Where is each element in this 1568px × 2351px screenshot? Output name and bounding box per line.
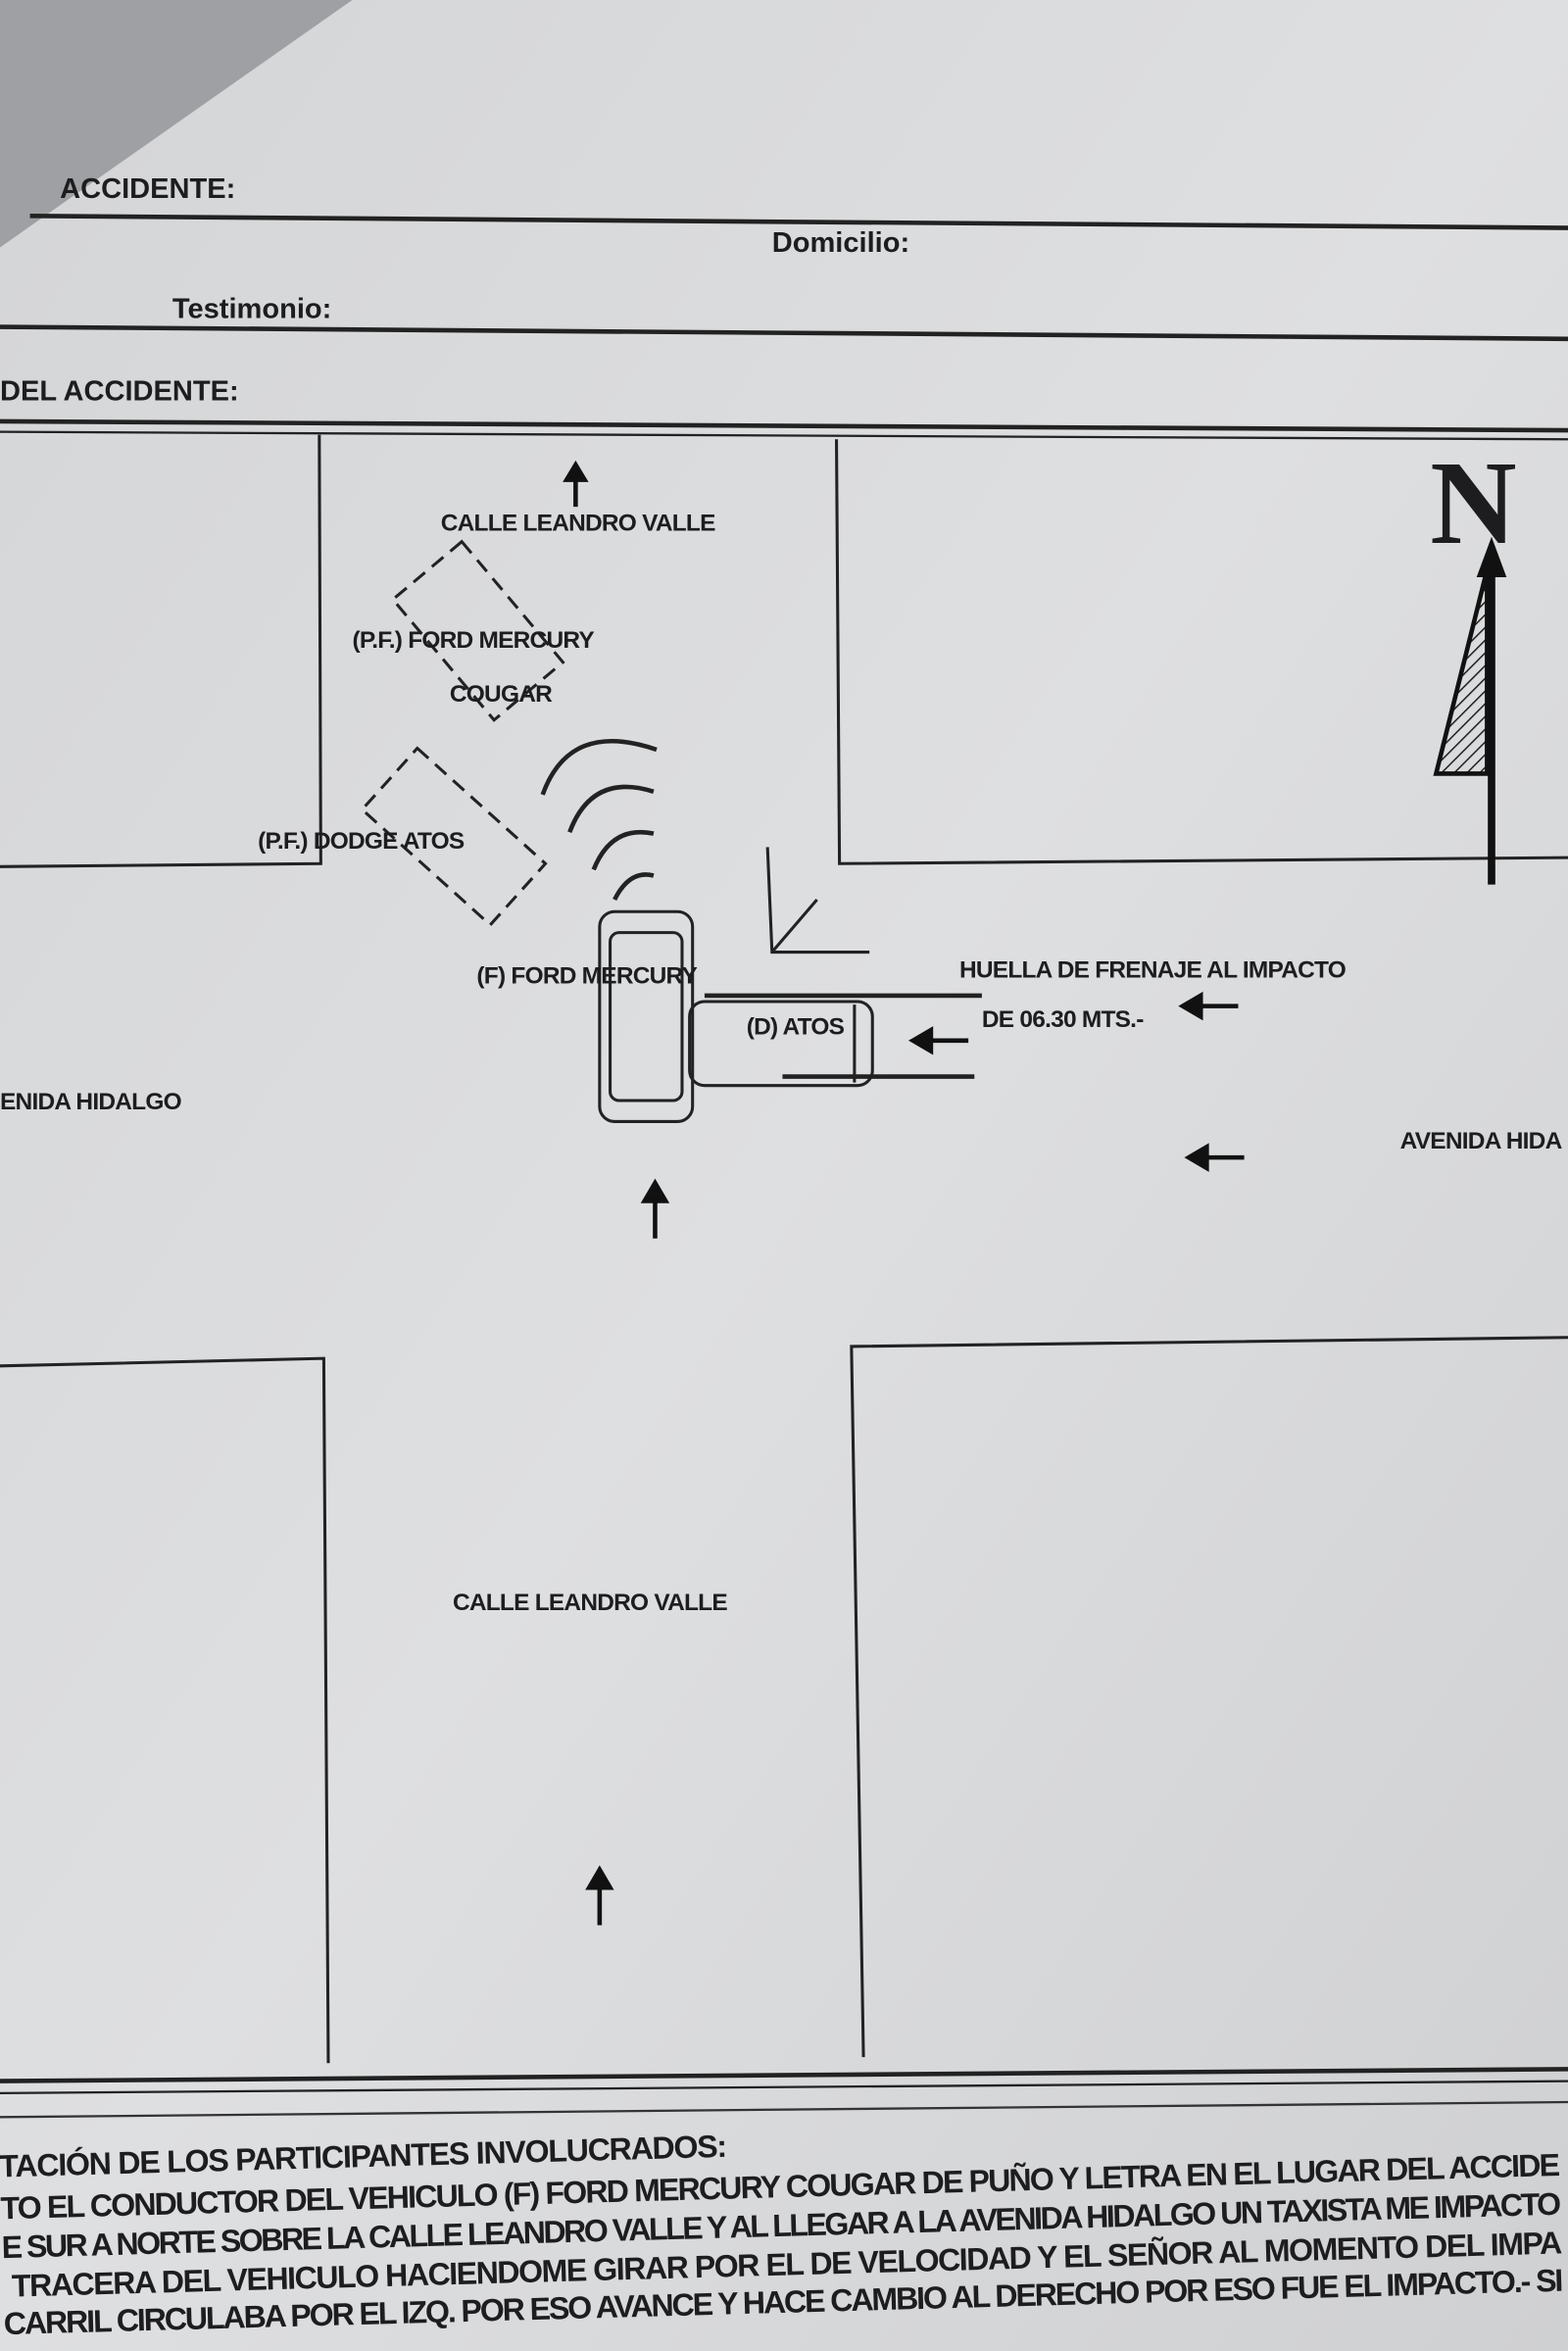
avenue-label-right: AVENIDA HIDA (1400, 1128, 1563, 1154)
vehicle-pf-cougar-label: (P.F.) FORD MERCURY (352, 627, 594, 654)
vehicle-pf-cougar-outline (390, 539, 565, 722)
block-top-right (835, 439, 1568, 865)
north-label: N (1430, 437, 1516, 569)
vehicles (360, 539, 982, 1123)
accidente-label: ACCIDENTE: (60, 173, 235, 205)
block-top-left (0, 434, 322, 868)
arrow-left-icon (907, 1026, 969, 1055)
block-bottom-right (850, 1336, 1568, 2058)
arrow-left-icon (1178, 991, 1239, 1021)
block-bottom-left (0, 1356, 330, 2064)
traffic-arrows (563, 460, 1245, 1926)
vehicle-f-label: (F) FORD MERCURY (476, 963, 697, 990)
vehicle-d-label: (D) ATOS (747, 1014, 845, 1041)
divider (0, 418, 1568, 433)
impact-mark-icon (765, 847, 870, 955)
skid-label: HUELLA DE FRENAJE AL IMPACTO (959, 957, 1346, 984)
intersection-diagram (0, 434, 1568, 2064)
divider (0, 430, 1568, 441)
street-label-top: CALLE LEANDRO VALLE (441, 511, 715, 537)
vehicle-d-outline (688, 1000, 874, 1088)
avenue-label-left: ENIDA HIDALGO (0, 1089, 181, 1115)
north-arrow: N (1430, 437, 1517, 885)
vehicle-f-outline (598, 909, 695, 1123)
skid-length-label: DE 06.30 MTS.- (982, 1006, 1144, 1033)
folded-corner (0, 0, 353, 248)
vehicle-pf-atos-label: (P.F.) DODGE ATOS (258, 828, 465, 855)
vehicle-pf-cougar-label-2: COUGAR (450, 681, 553, 708)
divider (0, 324, 1568, 342)
arrow-left-icon (1184, 1143, 1245, 1172)
testimonio-label: Testimonio: (172, 293, 331, 324)
domicilio-label: Domicilio: (772, 227, 909, 259)
vehicle-pf-atos-outline (360, 746, 548, 927)
street-label-bottom: CALLE LEANDRO VALLE (453, 1590, 727, 1616)
arrow-up-icon (563, 460, 589, 508)
divider (29, 214, 1568, 230)
form-header: ACCIDENTE: Domicilio: Testimonio: DEL AC… (0, 173, 1568, 441)
del-accidente-label: DEL ACCIDENTE: (0, 376, 239, 408)
arrow-up-icon (640, 1178, 670, 1239)
impact-waves (540, 739, 658, 902)
arrow-up-icon (585, 1865, 614, 1926)
